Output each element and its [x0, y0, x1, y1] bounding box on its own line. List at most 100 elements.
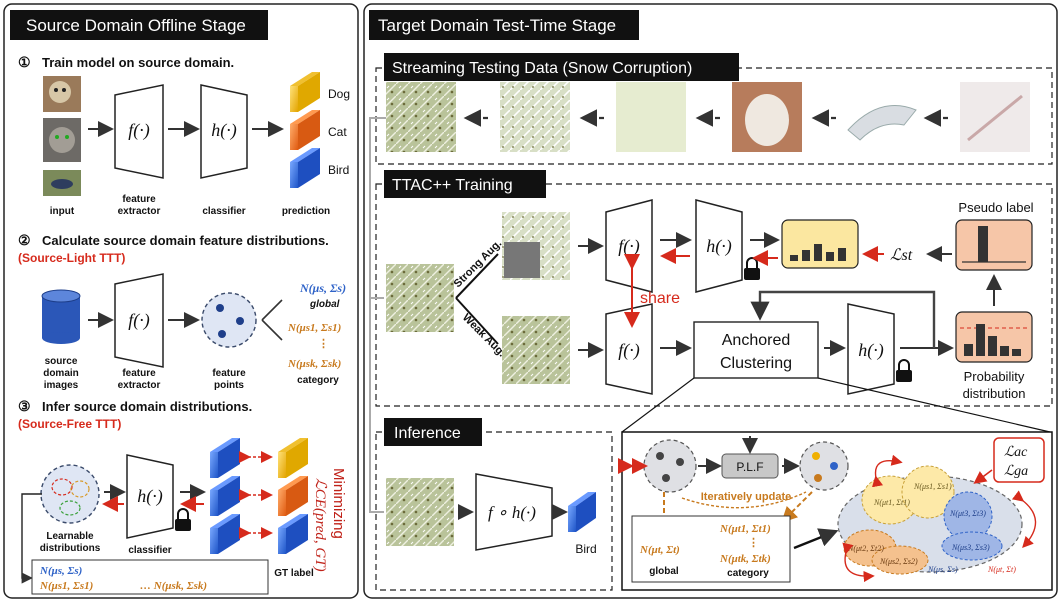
h-weak-trapezoid: [847, 303, 895, 395]
learned-catk-dist: … N(μsk, Σsk): [140, 580, 207, 592]
f-symbol: f(·): [128, 120, 150, 141]
weak-aug-line: [455, 297, 499, 345]
ttac-title-bg: [384, 170, 546, 198]
source-title-bg: [10, 10, 268, 40]
ellipse-label-t1: N(μt1, Σt1): [873, 498, 910, 507]
source-panel: [3, 3, 359, 599]
target-panel-title: Target Domain Test-Time Stage: [378, 16, 616, 35]
global-label: global: [309, 299, 340, 310]
inference-box: [375, 431, 613, 591]
pseudo-label-box: [955, 219, 1033, 271]
category-dist-arrow: [781, 491, 813, 523]
domain-label: domain: [43, 368, 79, 379]
category-point: [814, 474, 822, 482]
classifier-trapezoid-2: [126, 454, 174, 539]
anchored-clustering-box: [693, 321, 819, 379]
prediction-box-2: [210, 476, 240, 516]
feature-point: [656, 452, 664, 460]
zoom-line-left: [621, 377, 695, 433]
prediction-box-bird: [290, 148, 320, 188]
source-dots: ⋮: [318, 338, 329, 350]
learnable-ellipse-orange: [70, 480, 90, 498]
gt-box-bird: [278, 514, 308, 554]
foh-symbol: f ∘ h(·): [488, 503, 536, 522]
learned-global-dist: N(μs, Σs): [39, 565, 82, 577]
feature-points-label-1: feature: [212, 368, 246, 379]
learnable-distributions-circle: [40, 464, 100, 524]
feedback-arrow: [21, 493, 42, 584]
stream-box: [375, 67, 1053, 165]
foh-trapezoid: [475, 473, 553, 551]
align-arrow-2: [842, 542, 875, 583]
feature-extractor-trapezoid-2: [114, 273, 164, 368]
feature-point: [236, 317, 244, 325]
classifier-trapezoid: [200, 84, 248, 179]
target-catk-dist: N(μtk, Σtk): [719, 553, 771, 565]
plf-box: [721, 453, 779, 479]
cutout-patch: [504, 242, 540, 278]
step2-number: ②: [18, 232, 31, 248]
stream-image-1: [386, 82, 456, 152]
ellipse-label-s2: N(μs2, Σs2): [879, 557, 918, 566]
distributions-label: distributions: [40, 543, 101, 554]
prob-bar: [988, 336, 997, 356]
learned-cat1-dist: N(μs1, Σs1): [39, 580, 93, 592]
h-symbol-2: h(·): [137, 486, 163, 507]
f-symbol-2: f(·): [128, 310, 150, 331]
hist-bar: [826, 252, 834, 261]
probability-label: Probability: [964, 369, 1025, 384]
stream-title: Streaming Testing Data (Snow Corruption): [392, 60, 692, 77]
source-cat1-dist: N(μs1, Σs1): [287, 322, 341, 334]
source-catk-dist: N(μsk, Σsk): [287, 358, 341, 370]
prob-bar: [1000, 346, 1009, 356]
inference-title-bg: [384, 418, 482, 446]
f-strong-symbol: f(·): [618, 236, 640, 257]
training-input-image: [386, 264, 454, 332]
learnable-ellipse-green: [59, 500, 81, 516]
ellipse-s1: [901, 465, 955, 519]
target-category-label: category: [727, 568, 769, 579]
prediction-box-3: [210, 514, 240, 554]
hist-bar: [790, 255, 798, 261]
h-weak-symbol: h(·): [858, 340, 884, 361]
gt-box-cat: [278, 476, 308, 516]
ellipse-s3: [941, 531, 1003, 561]
target-cat1-dist: N(μt1, Σt1): [719, 523, 771, 535]
feature-label-1: feature: [122, 194, 156, 205]
stream-image-6-branch: [967, 94, 1023, 142]
strong-aug-line: [455, 253, 499, 299]
bird-prediction-box: [568, 492, 596, 532]
ellipse-label-t3: N(μt3, Σt3): [949, 509, 986, 518]
target-dots: ⋮: [748, 537, 759, 549]
prediction-box-dog: [290, 72, 320, 112]
prediction-label-1: prediction: [282, 206, 330, 217]
arrow-to-alignment: [793, 528, 839, 550]
loss-ga-label: ℒga: [1004, 464, 1028, 479]
minimizing-label: Minimizing: [330, 468, 347, 539]
feature-extractor-trapezoid: [114, 84, 164, 179]
h-symbol: h(·): [211, 120, 237, 141]
images-label: images: [44, 380, 79, 391]
target-global-label: global: [649, 566, 679, 577]
anchored-label: Anchored: [722, 332, 791, 349]
pseudo-bar: [978, 226, 988, 262]
step3-subtitle: (Source-Free TTT): [18, 417, 121, 431]
share-label: share: [640, 290, 680, 307]
gt-box-dog: [278, 438, 308, 478]
learned-dist-box: [31, 559, 269, 595]
input-image-dog: [43, 76, 81, 112]
class-label-dog: Dog: [328, 87, 350, 101]
step2-text: Calculate source domain feature distribu…: [42, 233, 329, 248]
input-image-cat: [43, 118, 81, 162]
hist-bar: [802, 250, 810, 261]
alignment-loss-box: [993, 437, 1045, 483]
ttac-title: TTAC++ Training: [392, 177, 513, 194]
target-title-bg: [369, 10, 639, 40]
step1-number: ①: [18, 54, 31, 70]
step3-number: ③: [18, 398, 31, 414]
input-image-bird: [43, 170, 81, 196]
feature-points-label-2: points: [214, 380, 244, 391]
step1-text: Train model on source domain.: [42, 55, 234, 70]
classifier-label-1: classifier: [202, 206, 245, 217]
bird-label: Bird: [575, 542, 596, 556]
